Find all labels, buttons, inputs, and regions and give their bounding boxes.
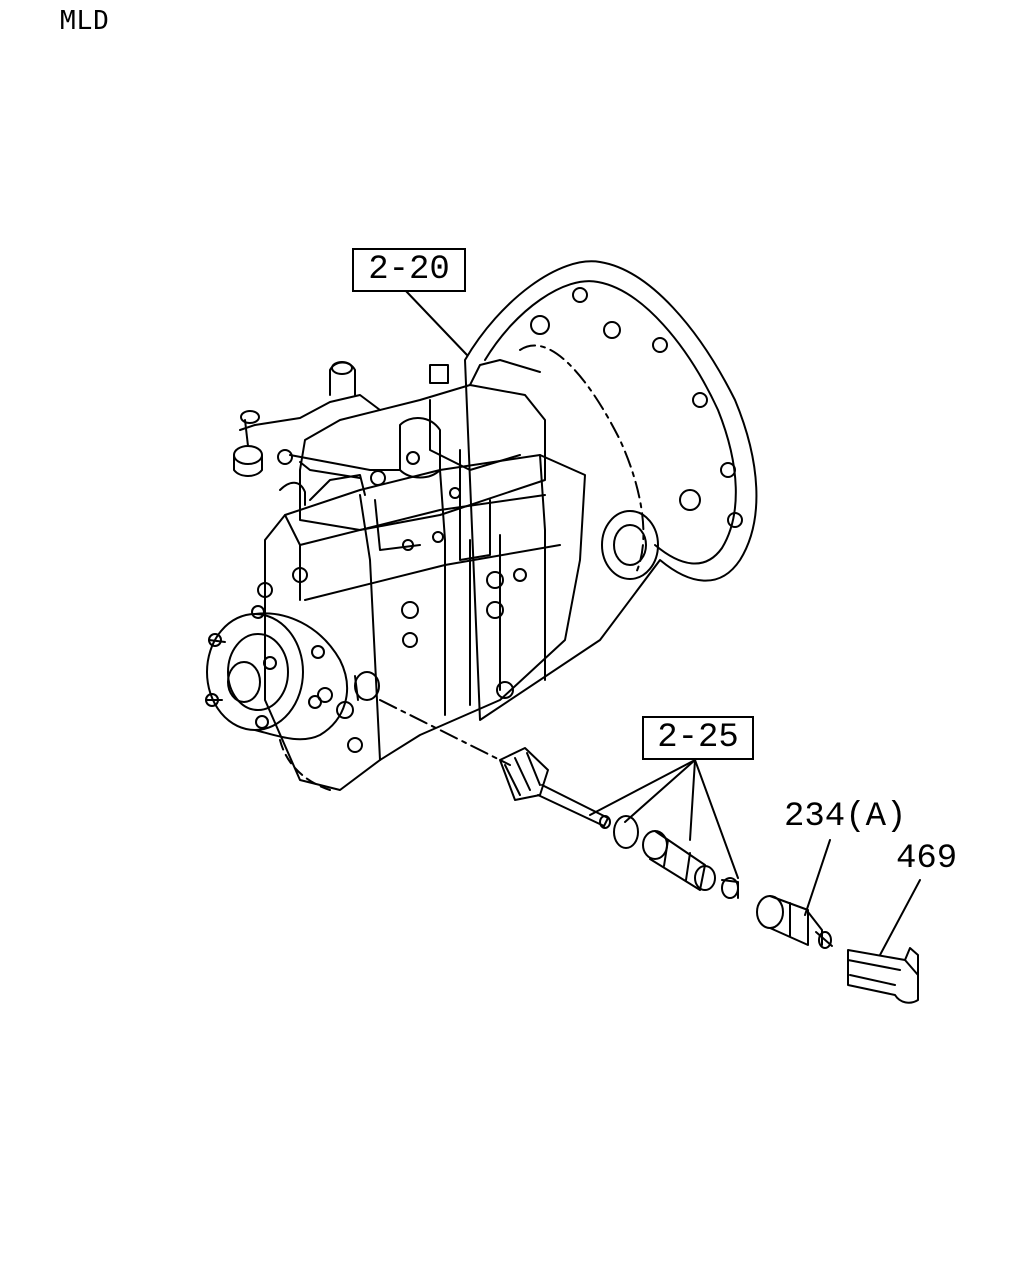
part-number-469: 469 (896, 840, 958, 878)
bell-housing (464, 260, 758, 721)
model-code-label: MLD (60, 6, 110, 36)
bushing (721, 877, 739, 899)
shift-linkage (233, 361, 401, 506)
callout-2-25: 2-25 (642, 716, 754, 760)
speedometer-driven-gear (499, 747, 611, 829)
part-number-234: 234(A) (784, 798, 907, 836)
bracket (847, 947, 919, 1004)
shift-tower (299, 359, 546, 561)
callout-2-20: 2-20 (352, 248, 466, 292)
transmission-case (257, 454, 586, 791)
o-ring (613, 815, 639, 849)
output-flange (205, 605, 349, 791)
leader-lines (379, 289, 921, 956)
speedo-bore (354, 671, 380, 701)
speed-sensor (756, 895, 833, 949)
sleeve (642, 830, 716, 891)
